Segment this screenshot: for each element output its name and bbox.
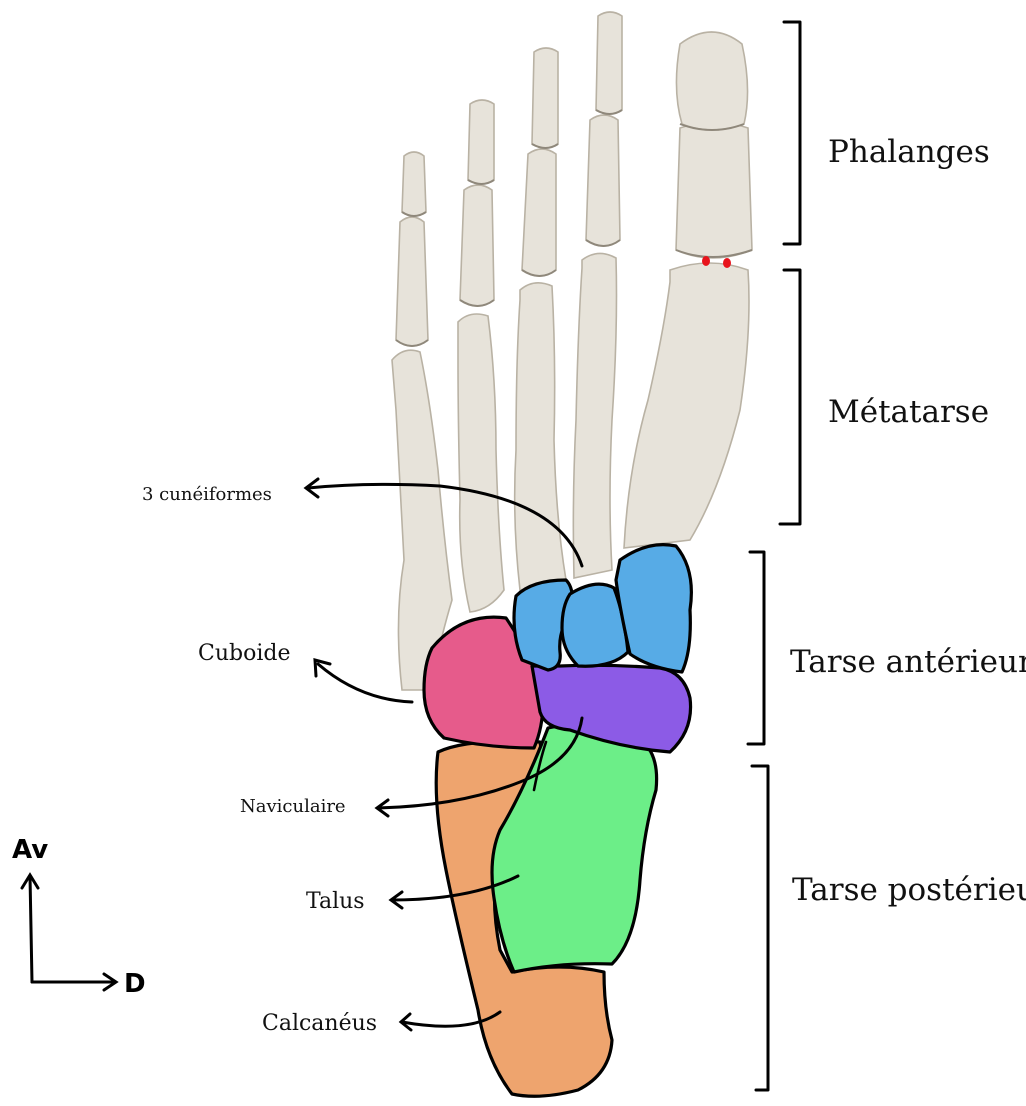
phalanx-3-proximal <box>522 149 556 276</box>
arrow-cuboide <box>318 664 412 702</box>
bracket-phalanges <box>784 22 800 244</box>
phalanx-5-proximal <box>396 217 428 346</box>
phalanx-5-distal <box>402 152 426 216</box>
phalanx-2-proximal <box>586 115 620 246</box>
label-tarse-anterieur: Tarse antérieur <box>790 644 1026 680</box>
metatarsal-3 <box>515 283 566 590</box>
metatarsal-4 <box>458 314 504 612</box>
label-cuboide: Cuboide <box>198 641 290 666</box>
orientation-indicator: Av D <box>12 835 146 999</box>
label-phalanges: Phalanges <box>828 134 990 170</box>
label-talus: Talus <box>306 889 365 914</box>
label-naviculaire: Naviculaire <box>240 796 346 817</box>
arrow-anterior <box>30 876 32 982</box>
phalanx-4-proximal <box>460 185 494 306</box>
label-calcaneus: Calcanéus <box>262 1011 377 1036</box>
bracket-tarse-posterieur <box>752 766 768 1090</box>
label-tarse-posterieur: Tarse postérieur <box>792 872 1026 908</box>
metatarsal-1 <box>624 263 749 548</box>
phalanx-1-distal <box>676 32 747 130</box>
marker-dot <box>702 256 710 266</box>
bracket-metatarse <box>780 270 800 524</box>
phalanx-1-proximal <box>676 122 752 258</box>
phalanx-2-distal <box>596 12 622 114</box>
tarsal-bones <box>424 545 691 1097</box>
phalanx-4-distal <box>468 100 494 184</box>
label-distal: D <box>124 969 146 999</box>
label-anterior: Av <box>12 835 48 865</box>
bracket-tarse-anterieur <box>748 552 764 744</box>
marker-dot <box>723 258 731 268</box>
label-cuneiformes: 3 cunéiformes <box>142 484 272 505</box>
phalanx-3-distal <box>532 48 558 148</box>
metatarsal-2 <box>573 253 616 578</box>
region-brackets <box>748 22 800 1090</box>
label-metatarse: Métatarse <box>828 394 989 430</box>
